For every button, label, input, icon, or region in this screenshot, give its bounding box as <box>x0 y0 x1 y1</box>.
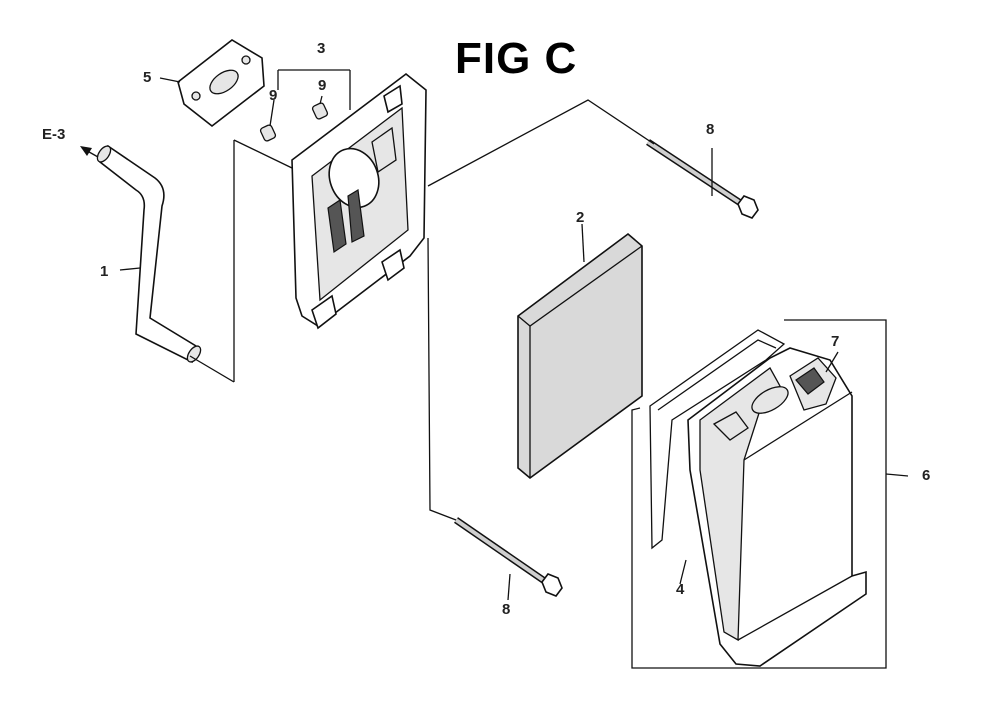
callout-1: 1 <box>100 263 109 280</box>
callout-3: 3 <box>317 40 326 57</box>
callout-8-bottom: 8 <box>502 601 511 618</box>
callout-9-left: 9 <box>269 87 278 104</box>
callout-e3: E-3 <box>42 126 66 143</box>
part-1-breather-tube <box>96 144 202 364</box>
leader-lines <box>119 69 909 669</box>
callout-4: 4 <box>676 581 685 598</box>
callout-6: 6 <box>922 467 931 484</box>
callout-9-right: 9 <box>318 77 327 94</box>
callout-2: 2 <box>576 209 585 226</box>
e3-reference-arrow <box>80 146 99 158</box>
part-8-bolt-top <box>646 139 759 219</box>
callout-8-top: 8 <box>706 121 715 138</box>
part-6-air-cleaner-cover <box>687 347 867 667</box>
part-9-collar-right <box>311 102 329 120</box>
part-2-filter-element <box>517 232 643 480</box>
callout-5: 5 <box>143 69 152 86</box>
part-5-gasket <box>177 39 265 128</box>
part-9-collar-left <box>259 124 277 142</box>
callout-7: 7 <box>831 333 840 350</box>
figure-title: FIG C <box>455 34 578 83</box>
part-7-latch <box>712 357 837 441</box>
part-3-air-cleaner-case <box>291 72 427 330</box>
part-8-bolt-bottom <box>454 517 563 597</box>
part-4-seal <box>649 329 786 550</box>
